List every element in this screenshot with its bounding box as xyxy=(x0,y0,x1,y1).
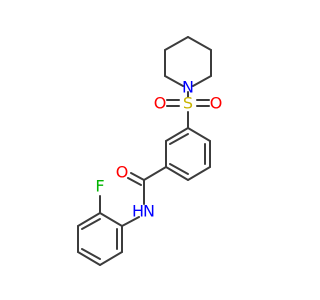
bond xyxy=(81,248,101,260)
bond xyxy=(187,36,212,51)
bond xyxy=(130,172,145,181)
bond xyxy=(169,133,189,145)
atom-n-amide: N xyxy=(143,202,155,221)
molecule-canvas: N S O O O N H F xyxy=(77,36,223,266)
bond xyxy=(127,177,142,186)
bond xyxy=(187,166,211,181)
bond xyxy=(169,163,189,175)
atom-h-amide: H xyxy=(132,202,144,221)
bond xyxy=(187,127,211,142)
atom-o-carbonyl: O xyxy=(116,163,129,182)
atom-n-piperidine: N xyxy=(182,78,194,97)
bond xyxy=(99,212,123,227)
atoms-layer: N S O O O N H F xyxy=(95,78,222,221)
bond xyxy=(121,216,140,227)
atom-f: F xyxy=(95,177,104,196)
bond xyxy=(164,36,189,51)
bond xyxy=(165,127,189,142)
bond xyxy=(164,75,184,87)
atom-o-left: O xyxy=(154,94,167,113)
bond xyxy=(99,251,123,266)
bonds-layer xyxy=(77,36,212,266)
bond xyxy=(143,166,167,181)
bond xyxy=(77,212,101,227)
bond xyxy=(192,75,212,87)
atom-s: S xyxy=(183,94,193,113)
molecule-structure: N S O O O N H F xyxy=(77,36,222,266)
atom-o-right: O xyxy=(210,94,223,113)
bond xyxy=(81,218,101,230)
bond xyxy=(165,166,189,181)
bond xyxy=(77,251,101,266)
